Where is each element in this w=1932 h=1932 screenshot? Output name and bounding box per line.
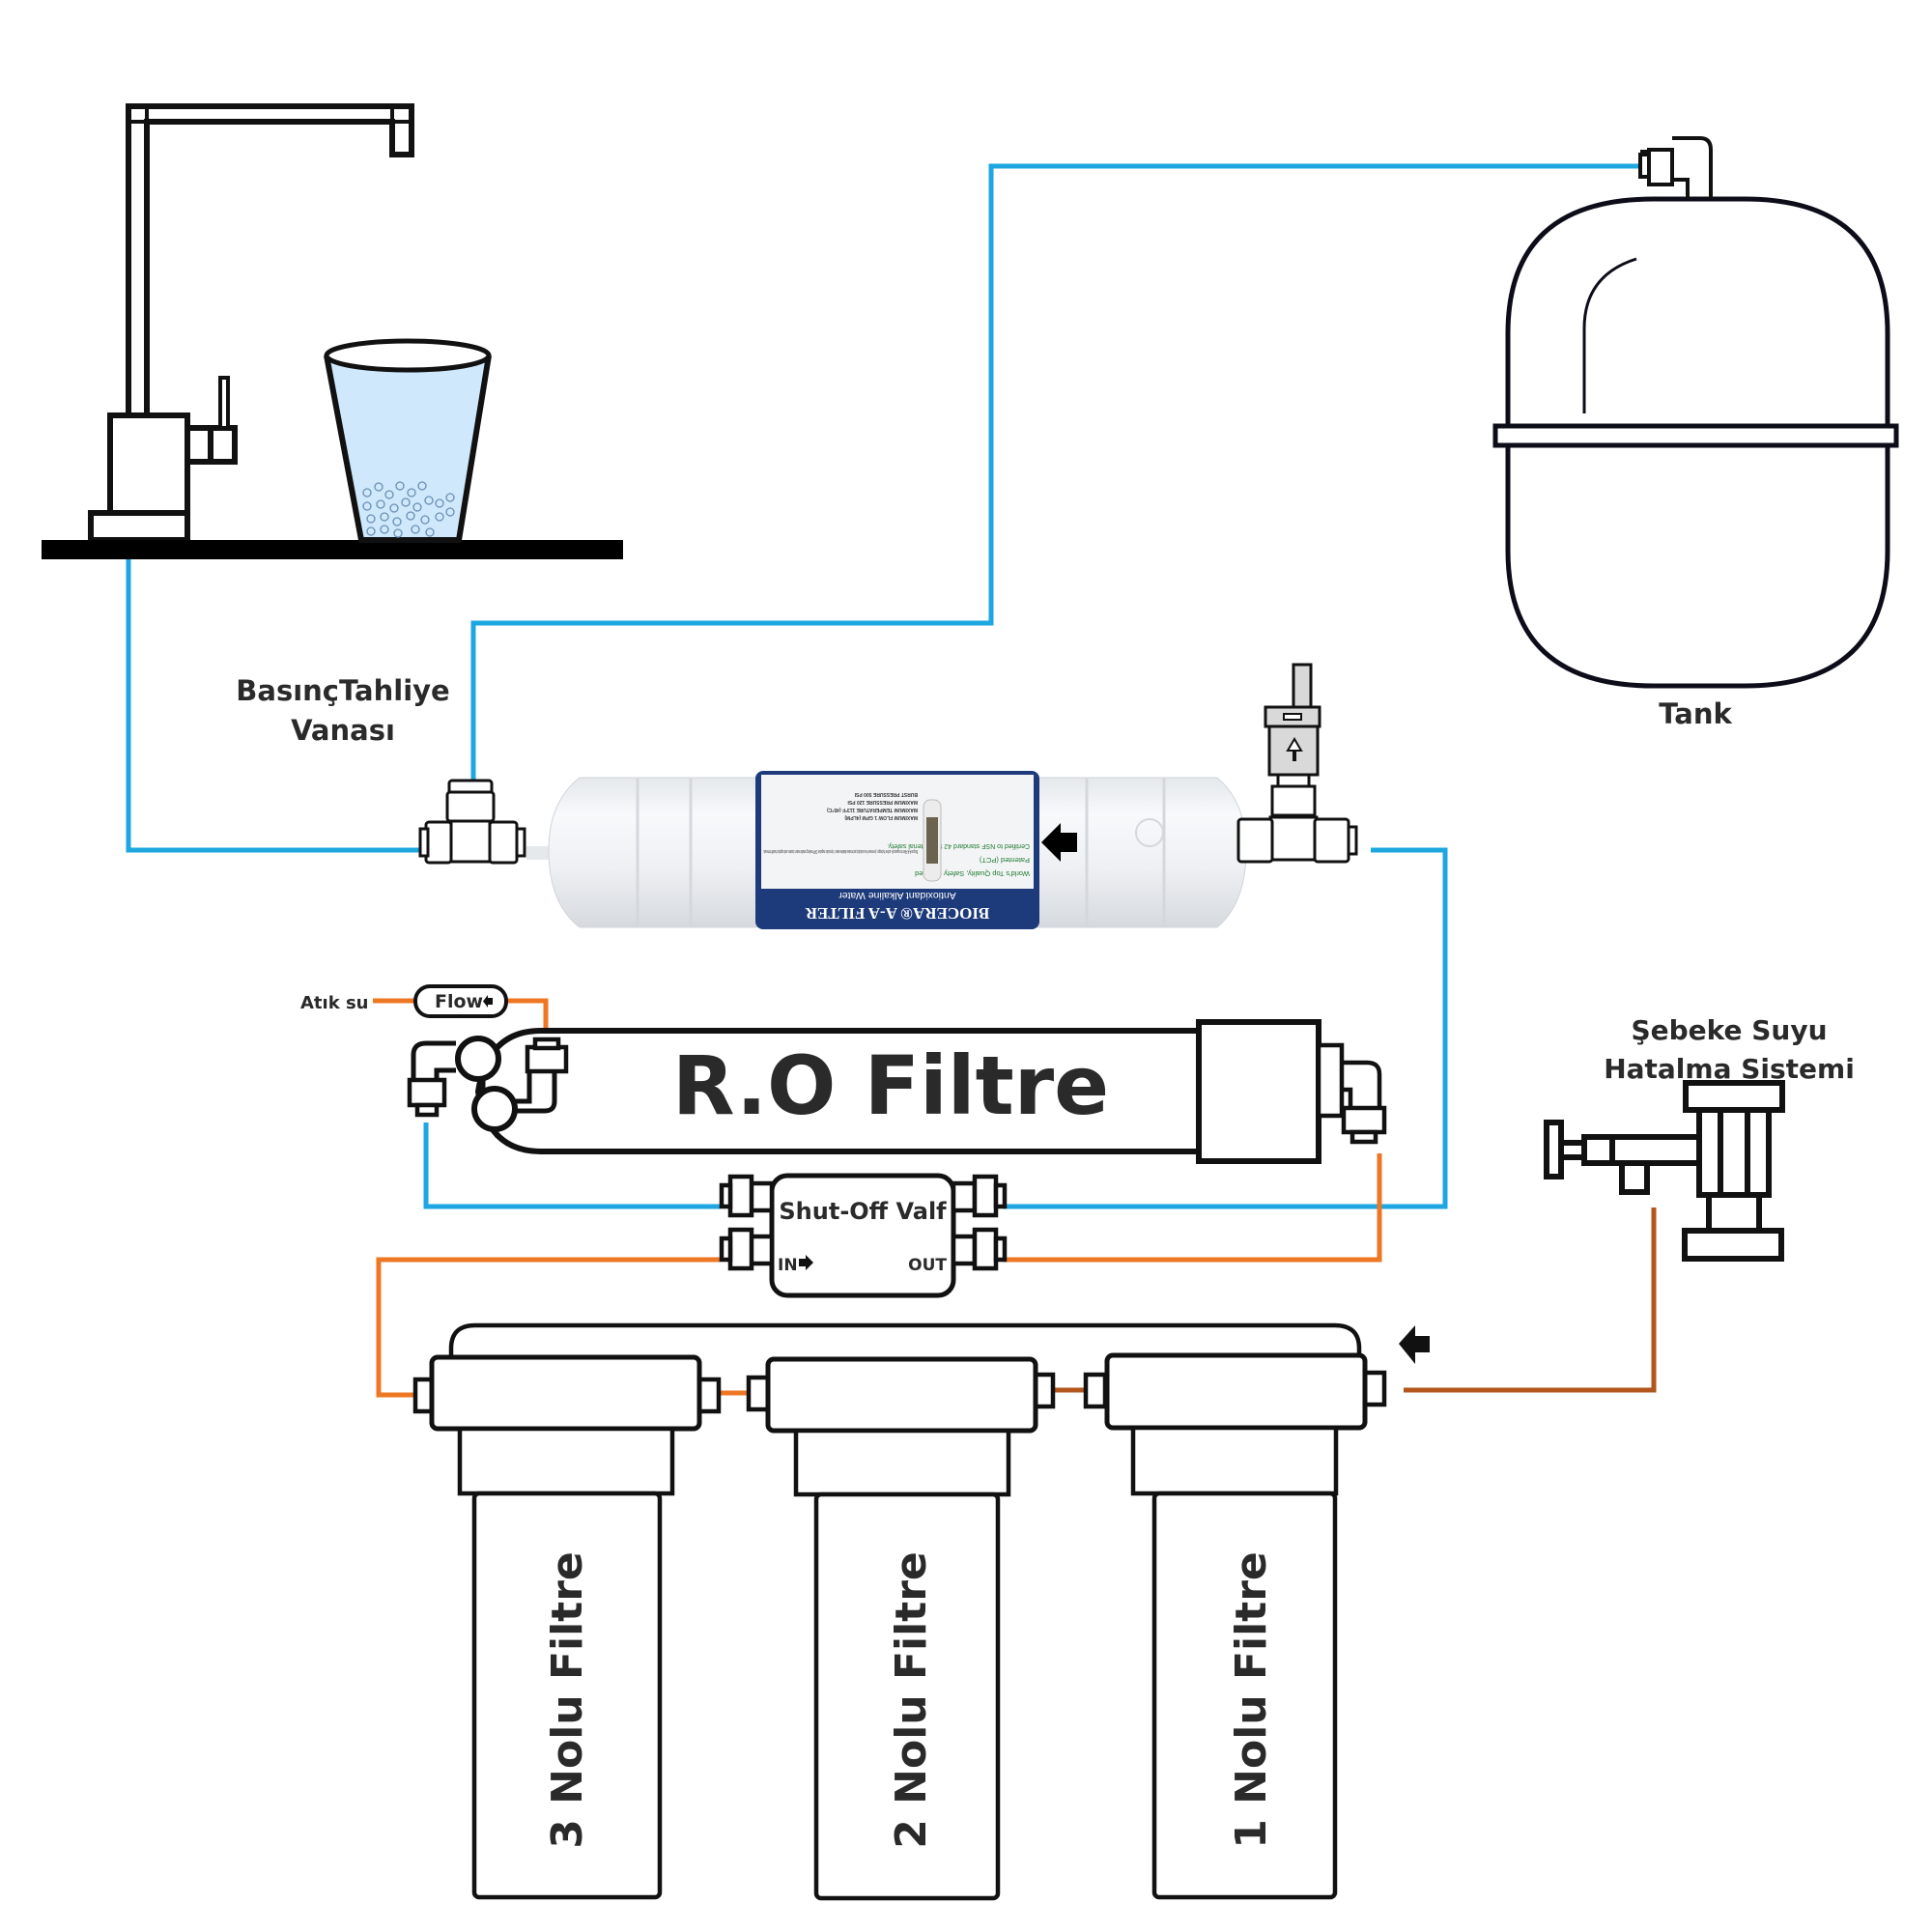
shutoff-in-label: IN [778, 1256, 798, 1275]
pipe-inline-filter-to-shutoff [1003, 847, 1448, 1209]
flow-label: Flow [435, 991, 483, 1012]
inline-filter-description: Biocera A-A Filter increases pH, active … [763, 848, 918, 854]
mains-label-line2: Hatalma Sistemi [1604, 1053, 1855, 1085]
ro-membrane-housing: R.O Filtre [407, 1019, 1387, 1164]
prefilter-3-label: 3 Nolu Filtre [543, 1551, 592, 1849]
inline-alkaline-filter: BIOCERA® A-A FILTER Antioxidant Alkaline… [526, 771, 1253, 929]
pressure-relief-label-line1: BasınçTahliye [236, 674, 449, 707]
inline-filter-spec-4: BURST PRESSURE 500 PSI [854, 791, 918, 797]
mains-feed-valve [1544, 1080, 1785, 1262]
storage-tank [1492, 136, 1899, 689]
arrow-left-icon [1399, 1325, 1430, 1364]
inline-filter-bullet-2: Patented (PCT) [979, 856, 1030, 865]
shutoff-body [769, 1173, 956, 1298]
inline-filter-spec-3: MAXIMUM PRESSURE 120 PSI [847, 799, 918, 805]
prefilter-1: 1 Nolu Filtre [1083, 1352, 1387, 1900]
glass-bubbles [362, 481, 455, 538]
pipe-relief-valve-to-tank [470, 163, 1642, 781]
faucet-handle-block[interactable] [208, 425, 238, 465]
prefilter-1-label: 1 Nolu Filtre [1227, 1551, 1276, 1849]
waste-water-label: Atık su [300, 993, 368, 1013]
inline-filter-bullet-3: Certified to NSF standard 42 for materia… [887, 842, 1030, 849]
inline-filter-brand: BIOCERA® A-A FILTER [805, 904, 989, 923]
pipe-shutoff-out-to-ro-inlet [1003, 1153, 1382, 1263]
prefilter-2-housing [813, 1492, 1001, 1901]
countertop [42, 540, 623, 559]
inline-filter-subtitle: Antioxidant Alkaline Water [838, 890, 956, 901]
prefilter-bracket [448, 1322, 1362, 1360]
pressure-relief-label-line2: Vanası [291, 714, 395, 747]
tank-band [1492, 423, 1899, 448]
tank-fitting-nut [1647, 148, 1674, 186]
prefilter-1-head [1104, 1352, 1368, 1431]
ro-end-cap [1196, 1019, 1321, 1164]
ro-left-elbow [411, 1040, 456, 1080]
shutoff-valve: Shut-Off Valf IN OUT [719, 1173, 1008, 1298]
pipe-mains-to-filter1 [1404, 1208, 1657, 1393]
prefilter-2-label: 2 Nolu Filtre [887, 1551, 936, 1849]
faucet-handle-stem [185, 425, 213, 465]
inline-filter-spec-1: MAXIMUM FLOW 1 GPM (4LPM) [844, 814, 918, 820]
prefilter-2-collar [793, 1428, 1011, 1497]
check-valve-tee [1236, 663, 1358, 864]
arrow-up-icon [1286, 737, 1303, 761]
inline-filter-bullet-1: World's Top Quality, Safety Certified [915, 869, 1030, 878]
inline-filter-spec-2: MAXIMUM TEMPERATURE 113°F (45°C) [827, 807, 918, 812]
prefilter-3-head [429, 1354, 702, 1432]
prefilter-3-collar [457, 1426, 675, 1496]
inline-filter-label: BIOCERA® A-A FILTER Antioxidant Alkaline… [755, 771, 1039, 929]
prefilter-3-housing [471, 1491, 663, 1900]
ro-filter-label: R.O Filtre [672, 1038, 1109, 1133]
faucet [88, 103, 414, 543]
ro-outlet-elbow [1342, 1060, 1382, 1109]
glass-rim [324, 338, 492, 373]
pipe-ro-outlet-to-shutoff [423, 1122, 720, 1209]
prefilter-1-housing [1151, 1491, 1338, 1900]
faucet-base [88, 510, 190, 543]
mains-valve-knob[interactable] [1544, 1120, 1564, 1179]
pressure-relief-tee [418, 779, 526, 865]
prefilter-1-collar [1130, 1425, 1339, 1496]
pipe-faucet-to-relief-valve [126, 559, 422, 853]
arrow-left-icon [1041, 823, 1077, 862]
pipe-filter3-to-shutoff-in [376, 1257, 720, 1398]
tank-label: Tank [1659, 697, 1732, 730]
shutoff-out-label: OUT [908, 1256, 947, 1275]
arrow-left-icon [483, 995, 493, 1008]
faucet-body [107, 412, 190, 516]
water-glass [324, 338, 492, 543]
mains-label-line1: Şebeke Suyu [1631, 1014, 1827, 1046]
prefilter-2-head [765, 1356, 1038, 1434]
prefilter-3: 3 Nolu Filtre [412, 1354, 722, 1900]
shutoff-label: Shut-Off Valf [779, 1198, 947, 1225]
tank-highlight [1582, 257, 1637, 413]
pipes [126, 163, 1657, 1398]
faucet-lever[interactable] [218, 376, 230, 430]
arrow-right-icon [799, 1255, 813, 1270]
prefilter-2: 2 Nolu Filtre [746, 1356, 1056, 1901]
flow-restrictor: Flow [413, 984, 508, 1018]
